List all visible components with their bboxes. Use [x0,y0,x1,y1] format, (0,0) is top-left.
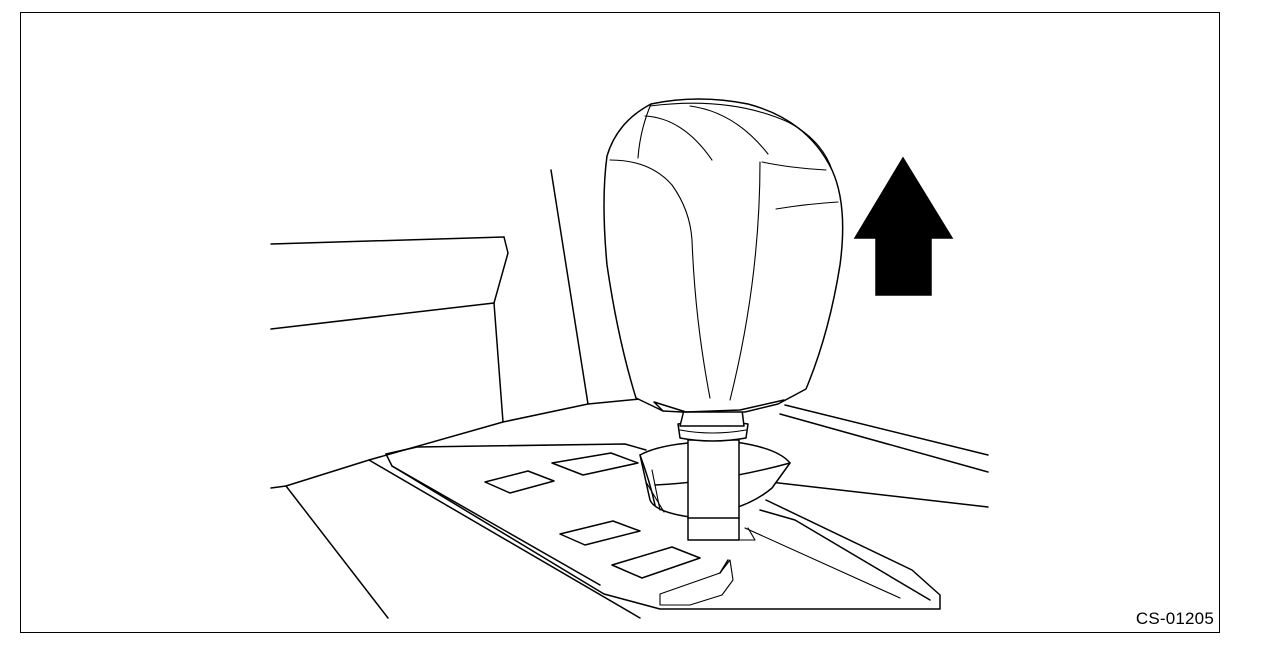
up-arrow-icon [853,156,954,296]
indicator-window-4 [611,546,701,579]
shift-knob [603,98,844,413]
shift-lever [639,409,791,541]
indicator-window-1 [484,470,555,494]
indicator-windows [484,452,701,579]
left-panel [270,236,509,423]
console-housing [270,397,989,619]
indicator-window-3 [559,520,641,546]
indicator-window-2 [551,452,639,476]
figure-code-label: CS-01205 [1135,609,1214,628]
rear-trim-line [550,169,589,405]
shift-gate-plate [385,443,941,610]
